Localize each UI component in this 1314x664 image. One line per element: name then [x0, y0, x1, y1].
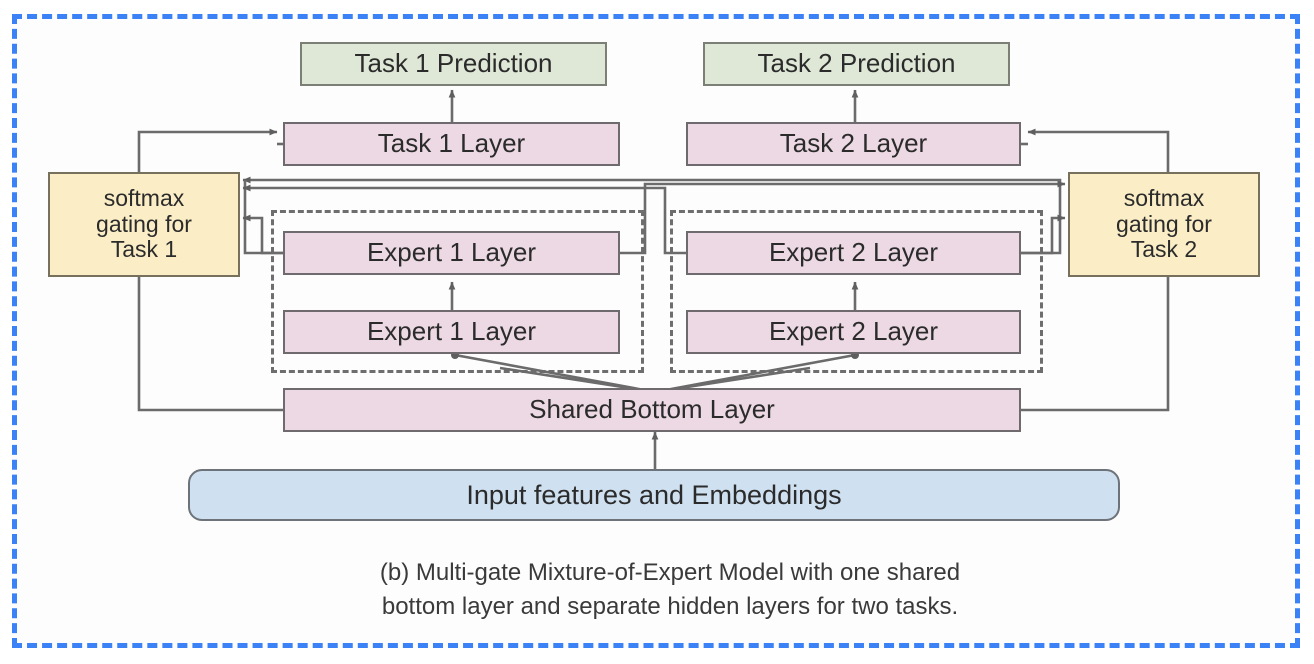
figure-caption: (b) Multi-gate Mixture-of-Expert Model w… — [290, 556, 1050, 624]
task-1-layer-box[interactable]: Task 1 Layer — [283, 122, 620, 166]
task-2-layer-box[interactable]: Task 2 Layer — [686, 122, 1021, 166]
figure-caption-line-1: (b) Multi-gate Mixture-of-Expert Model w… — [379, 559, 961, 586]
task-1-prediction-box[interactable]: Task 1 Prediction — [300, 42, 607, 86]
input-features-and-embeddings-box[interactable]: Input features and Embeddings — [188, 469, 1120, 521]
expert-1-upper-layer-box[interactable]: Expert 1 Layer — [283, 231, 620, 275]
softmax-gating-task-2-box[interactable]: softmax gating for Task 2 — [1068, 172, 1260, 277]
softmax-gating-task-1-box[interactable]: softmax gating for Task 1 — [48, 172, 240, 277]
expert-1-lower-layer-box[interactable]: Expert 1 Layer — [283, 310, 620, 354]
expert-2-upper-layer-box[interactable]: Expert 2 Layer — [686, 231, 1021, 275]
figure-caption-line-2: bottom layer and separate hidden layers … — [381, 593, 959, 621]
task-2-prediction-box[interactable]: Task 2 Prediction — [703, 42, 1010, 86]
expert-2-lower-layer-box[interactable]: Expert 2 Layer — [686, 310, 1021, 354]
figure-outer-dashed-border — [12, 14, 1300, 648]
shared-bottom-layer-box[interactable]: Shared Bottom Layer — [283, 388, 1021, 432]
